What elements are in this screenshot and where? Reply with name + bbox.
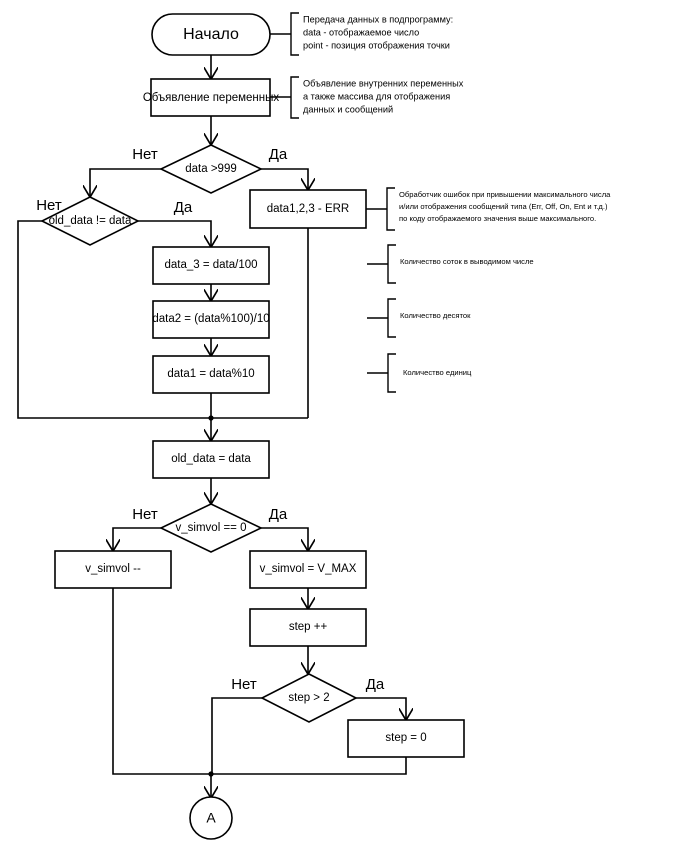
old-data-ne-data-diamond <box>40 196 140 246</box>
step-zero-label: step = 0 <box>385 732 426 744</box>
old-data-assign-label: old_data = data <box>171 453 251 465</box>
annotation-tens-line-1: Количество десяток <box>400 311 471 320</box>
branch-label-olddata-no: Нет <box>36 197 62 214</box>
node-step-zero[interactable]: step = 0 <box>347 719 465 758</box>
edge-data999-yes <box>261 168 308 189</box>
node-decision-data-gt-999[interactable]: data >999 <box>159 144 263 194</box>
annotation-bracket-units <box>387 353 396 393</box>
annotation-declare-note: Объявление внутренних переменных а также… <box>270 76 464 119</box>
node-v-simvol-dec[interactable]: v_simvol -- <box>54 550 172 589</box>
annotation-bracket-start <box>290 12 299 56</box>
edge-olddata-yes <box>138 220 211 246</box>
err-box-label: data1,2,3 - ERR <box>267 203 349 215</box>
annotation-err-line-3: по коду отображаемого значения выше макс… <box>399 214 596 223</box>
annotation-bracket-hundreds <box>387 244 396 284</box>
annotation-bracket-tens <box>387 298 396 338</box>
data-3-shape <box>152 246 270 285</box>
branch-label-stepgt2-yes: Да <box>366 676 385 693</box>
annotation-declare-line-1: Объявление внутренних переменных <box>303 78 464 88</box>
data-3-label: data_3 = data/100 <box>164 259 257 271</box>
annotation-units-line-1: Количество единиц <box>403 368 472 377</box>
node-connector-a[interactable]: A <box>189 796 233 840</box>
edge-stepgt2-yes <box>356 697 406 719</box>
edge-olddata-no <box>17 220 308 419</box>
v-simvol-dec-shape <box>54 550 172 589</box>
node-decision-step-gt-2[interactable]: step > 2 <box>260 673 358 723</box>
data-2-shape <box>152 300 270 339</box>
annotation-start-line-2: data - отображаемое число <box>303 27 419 37</box>
annotation-err-line-1: Обработчик ошибок при привышении максима… <box>399 190 611 199</box>
branch-label-data999-yes: Да <box>269 146 288 163</box>
junction-dot-upper <box>208 415 214 421</box>
annotation-err-line-2: и/или отображения сообщений типа (Err, O… <box>399 202 608 211</box>
v-simvol-dec-label: v_simvol -- <box>85 563 141 575</box>
branch-label-vsimvol-no: Нет <box>132 506 158 523</box>
annotation-declare-line-3: данных и сообщений <box>303 104 393 114</box>
step-gt-2-label: step > 2 <box>288 692 329 704</box>
node-decision-old-data-ne-data[interactable]: old_data != data <box>40 196 140 246</box>
annotation-declare-line-2: а также массива для отображения <box>303 91 450 101</box>
edge-vsimvol-no <box>113 527 161 550</box>
step-gt-2-diamond <box>260 673 358 723</box>
data-2-label: data2 = (data%100)/10 <box>152 313 269 325</box>
edge-stepgt2-no <box>211 697 262 774</box>
annotation-bracket-declare <box>290 76 299 119</box>
node-old-data-assign[interactable]: old_data = data <box>152 440 270 479</box>
annotation-bracket-err <box>386 187 395 231</box>
annotation-hundreds-line-1: Количество соток в выводимом числе <box>400 257 534 266</box>
branch-label-olddata-yes: Да <box>174 199 193 216</box>
edge-data999-no <box>90 168 161 196</box>
edge-vsimvol-yes <box>261 527 308 550</box>
branch-label-vsimvol-yes: Да <box>269 506 288 523</box>
branch-label-data999-no: Нет <box>132 146 158 163</box>
step-inc-shape <box>249 608 367 647</box>
junction-dot-lower <box>208 771 214 777</box>
v-simvol-eq-0-label: v_simvol == 0 <box>176 522 247 534</box>
old-data-assign-shape <box>152 440 270 479</box>
node-step-inc[interactable]: step ++ <box>249 608 367 647</box>
annotation-err-note: Обработчик ошибок при привышении максима… <box>366 187 611 231</box>
node-data-3[interactable]: data_3 = data/100 <box>152 246 270 285</box>
declare-vars-label: Объявление переменных <box>143 92 280 104</box>
data-gt-999-diamond <box>159 144 263 194</box>
data-gt-999-label: data >999 <box>185 163 236 175</box>
branch-label-stepgt2-no: Нет <box>231 676 257 693</box>
annotation-tens-note: Количество десяток <box>367 298 471 338</box>
node-v-simvol-max[interactable]: v_simvol = V_MAX <box>249 550 367 589</box>
node-decision-v-simvol-eq-0[interactable]: v_simvol == 0 <box>159 503 263 553</box>
v-simvol-eq-0-diamond <box>159 503 263 553</box>
step-zero-shape <box>347 719 465 758</box>
step-inc-label: step ++ <box>289 621 328 633</box>
annotation-start-line-3: point - позиция отображения точки <box>303 40 450 50</box>
connector-a-circle <box>189 796 233 840</box>
edge-vsimvoldec-to-bottom <box>112 587 211 775</box>
v-simvol-max-shape <box>249 550 367 589</box>
declare-vars-shape <box>150 78 271 117</box>
node-err-box[interactable]: data1,2,3 - ERR <box>249 189 367 229</box>
annotation-units-note: Количество единиц <box>367 353 472 393</box>
err-box-shape <box>249 189 367 229</box>
v-simvol-max-label: v_simvol = V_MAX <box>260 563 357 575</box>
node-data-1[interactable]: data1 = data%10 <box>152 355 270 394</box>
annotation-start-note: Передача данных в подпрограмму: data - о… <box>270 12 453 56</box>
old-data-ne-data-label: old_data != data <box>49 215 132 227</box>
start-label: Начало <box>183 26 239 43</box>
annotation-hundreds-note: Количество соток в выводимом числе <box>367 244 534 284</box>
edge-stepzero-to-bottom <box>212 757 407 775</box>
data-1-shape <box>152 355 270 394</box>
annotation-start-line-1: Передача данных в подпрограмму: <box>303 14 453 24</box>
node-start[interactable]: Начало <box>151 13 271 56</box>
node-data-2[interactable]: data2 = (data%100)/10 <box>152 300 270 339</box>
connector-a-label: A <box>206 810 216 826</box>
node-declare-vars[interactable]: Объявление переменных <box>143 78 280 117</box>
data-1-label: data1 = data%10 <box>167 368 254 380</box>
